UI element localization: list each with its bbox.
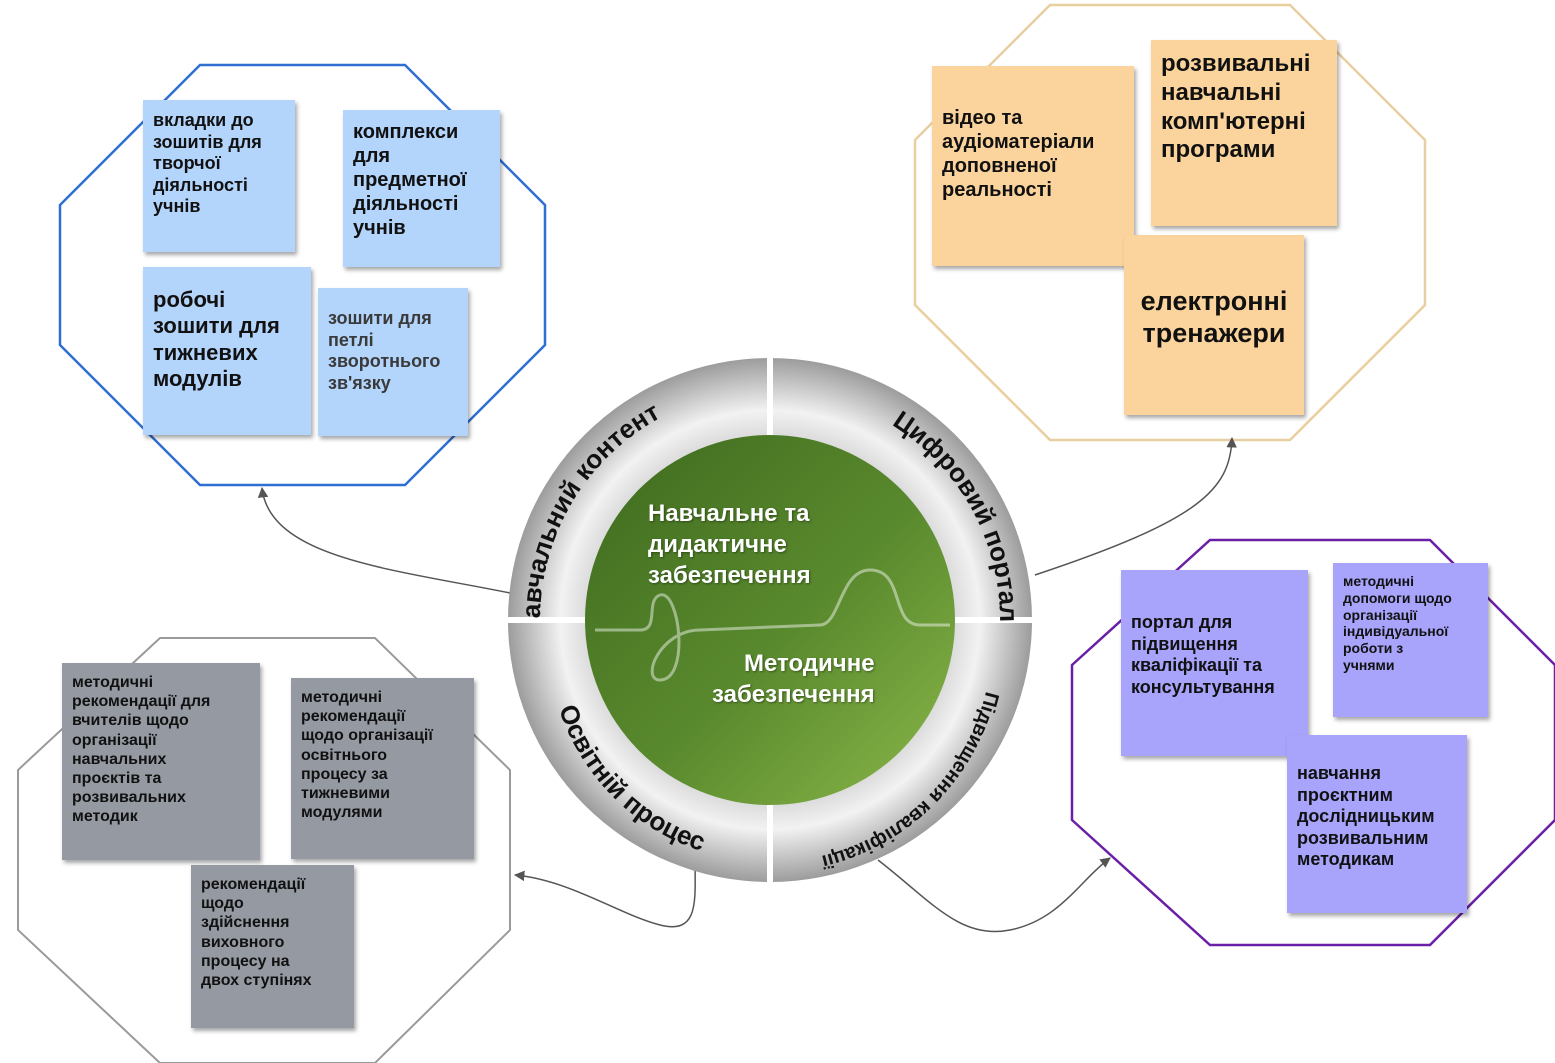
connector-digital bbox=[1034, 436, 1237, 576]
note-content-2: комплекси для предметної діяльності учні… bbox=[343, 110, 500, 267]
note-process-1: методичні рекомендації для вчителів щодо… bbox=[62, 663, 260, 860]
hub-center-subtitle: Методичне забезпечення bbox=[712, 650, 875, 709]
puzzle-seam bbox=[595, 568, 950, 682]
note-process-2: методичні рекомендації щодо організації … bbox=[291, 678, 474, 859]
note-content-3: робочі зошити для тижневих модулів bbox=[143, 267, 311, 435]
note-content-4: зошити для петлі зворотнього зв'язку bbox=[318, 288, 468, 436]
hub-center-circle bbox=[585, 435, 955, 805]
note-content-1: вкладки до зошитів для творчої діяльност… bbox=[143, 100, 295, 252]
connector-qualification bbox=[877, 857, 1111, 933]
note-qualification-1: портал для підвищення кваліфікації та ко… bbox=[1121, 570, 1308, 756]
note-digital-2: розвивальні навчальні комп'ютерні програ… bbox=[1151, 40, 1337, 226]
hub-center-title: Навчальне та дидактичне забезпечення bbox=[648, 500, 811, 590]
note-digital-1: відео та аудіоматеріали доповненої реаль… bbox=[932, 66, 1134, 266]
connector-content bbox=[257, 486, 521, 596]
note-qualification-3: навчання проєктним дослідницьким розвива… bbox=[1287, 735, 1467, 913]
note-digital-3: електронні тренажери bbox=[1124, 235, 1304, 415]
connector-process bbox=[513, 857, 696, 928]
note-qualification-2: методичні допомоги щодо організації інди… bbox=[1333, 563, 1488, 717]
note-process-3: рекомендації щодо здійснення виховного п… bbox=[191, 865, 354, 1028]
